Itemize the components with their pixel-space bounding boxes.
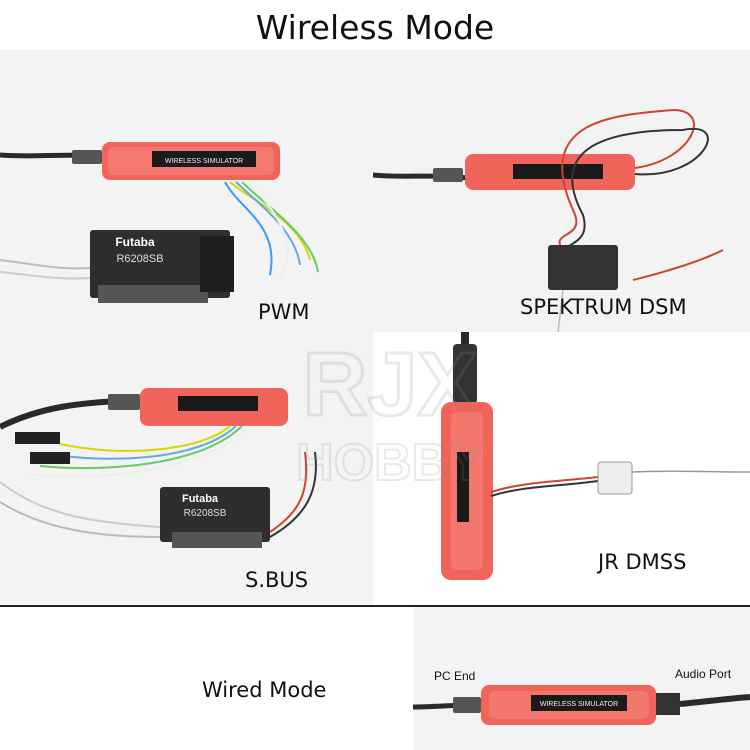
- sbus-photo: Futaba R6208SB: [0, 332, 373, 604]
- sbus-caption: S.BUS: [245, 568, 309, 592]
- pwm-receiver-brand: Futaba: [115, 235, 155, 249]
- pwm-caption: PWM: [258, 300, 310, 324]
- wired-photo: WIRELESS SIMULATOR: [413, 607, 750, 750]
- wired-mode-caption: Wired Mode: [202, 678, 327, 702]
- pwm-panel: WIRELESS SIMULATOR Futaba R6208SB PWM: [0, 50, 373, 332]
- pwm-device-label: WIRELESS SIMULATOR: [165, 158, 243, 165]
- section-divider: [0, 605, 750, 607]
- sbus-receiver-model: R6208SB: [184, 508, 227, 519]
- pwm-photo: WIRELESS SIMULATOR Futaba R6208SB: [0, 50, 373, 332]
- watermark-line1: RJX: [302, 335, 477, 435]
- dmss-panel: JR DMSS: [373, 332, 750, 604]
- sbus-receiver-brand: Futaba: [182, 493, 219, 505]
- wired-panel: WIRELESS SIMULATOR PC End Audio Port: [413, 607, 750, 750]
- pwm-receiver-model: R6208SB: [116, 253, 163, 265]
- brand-watermark: RJX HOBBY: [295, 334, 485, 491]
- audio-port-label: Audio Port: [675, 667, 732, 681]
- page-title: Wireless Mode: [255, 8, 495, 47]
- dmss-photo: [373, 332, 750, 604]
- watermark-line2: HOBBY: [296, 434, 484, 490]
- pc-end-label: PC End: [434, 669, 476, 683]
- wired-device-label: WIRELESS SIMULATOR: [540, 701, 618, 708]
- dsm-photo: [373, 50, 750, 332]
- dmss-caption: JR DMSS: [598, 550, 687, 574]
- dsm-panel: SPEKTRUM DSM: [373, 50, 750, 332]
- sbus-panel: Futaba R6208SB S.BUS: [0, 332, 373, 604]
- dsm-caption: SPEKTRUM DSM: [520, 295, 687, 319]
